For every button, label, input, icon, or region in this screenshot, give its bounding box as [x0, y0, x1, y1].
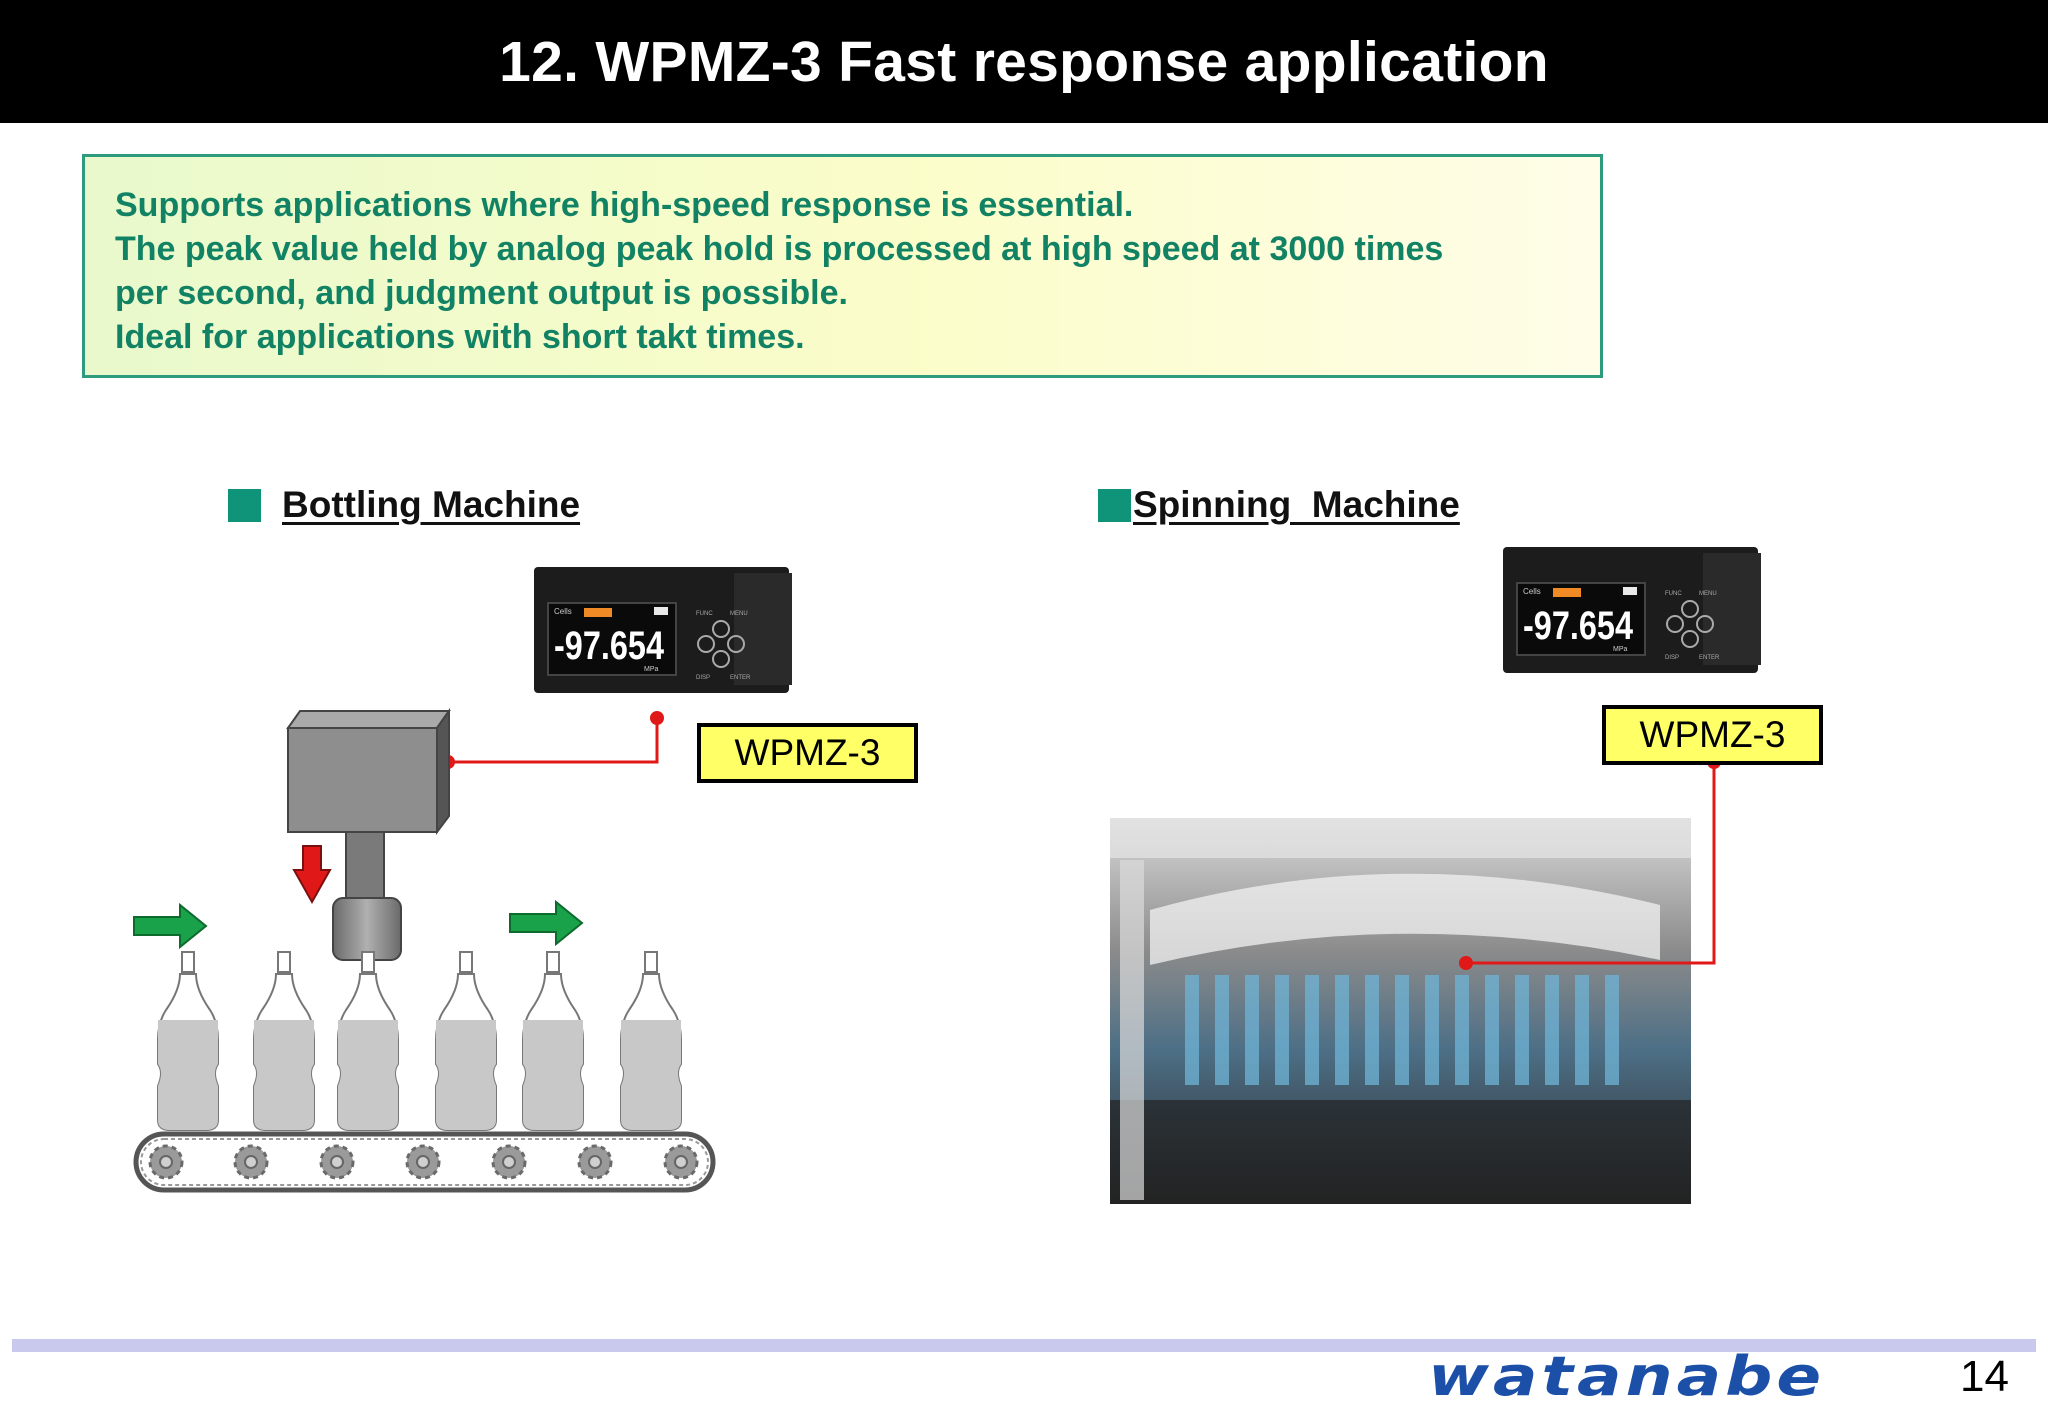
intro-line: per second, and judgment output is possi… — [115, 274, 848, 312]
signal-node — [650, 711, 664, 725]
intro-line: Ideal for applications with short takt t… — [115, 318, 805, 356]
bottle-icon — [337, 951, 399, 1131]
section-bottling-heading: Bottling Machine — [228, 484, 580, 526]
press-head — [286, 707, 451, 961]
footer-divider — [12, 1339, 2036, 1352]
square-bullet-icon — [1098, 488, 1131, 522]
bottle-icon — [157, 951, 219, 1131]
intro-line: The peak value held by analog peak hold … — [115, 230, 1444, 268]
intro-box: Supports applications where high-speed r… — [82, 154, 1603, 378]
bottle-icon — [522, 951, 584, 1131]
signal-line — [1466, 762, 1716, 965]
bottle-icon — [620, 951, 682, 1131]
page-number: 14 — [1960, 1352, 2009, 1401]
flow-right-arrow-icon — [133, 902, 208, 950]
signal-line — [448, 718, 659, 764]
spinning-machine-photo — [1110, 818, 1691, 1204]
press-down-arrow-icon — [292, 845, 332, 905]
wpmz3-meter-right — [1502, 546, 1762, 674]
section-title: Bottling Machine — [282, 484, 581, 525]
page-title: 12. WPMZ-3 Fast response application — [0, 0, 2048, 123]
conveyor-belt — [133, 1131, 716, 1193]
signal-node — [1459, 956, 1473, 970]
intro-line: Supports applications where high-speed r… — [115, 186, 1134, 224]
wpmz3-tag-right: WPMZ-3 — [1602, 705, 1823, 765]
section-title: Spinning Machine — [1133, 484, 1460, 525]
bottle-icon — [253, 951, 315, 1131]
square-bullet-icon — [228, 488, 261, 522]
watanabe-logo: watanabe — [1428, 1344, 1826, 1408]
section-spinning-heading: Spinning Machine — [1098, 484, 1460, 526]
wpmz3-meter-left — [533, 566, 793, 694]
bottle-icon — [435, 951, 497, 1131]
wpmz3-tag-left: WPMZ-3 — [697, 723, 918, 783]
flow-right-arrow-icon — [509, 899, 584, 947]
